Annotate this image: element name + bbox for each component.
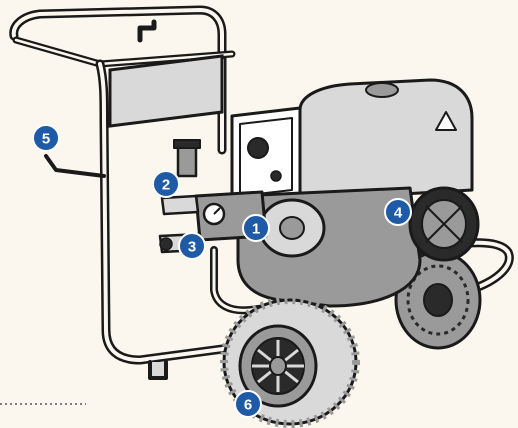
- air-filter-cover: [239, 117, 293, 197]
- callout-3-label: 3: [188, 239, 196, 256]
- left-rail-highlight: [98, 62, 232, 362]
- inlet-connector-icon: [159, 237, 173, 251]
- unloader-valve-cap: [173, 139, 201, 149]
- trolley-frame: [9, 5, 514, 380]
- fuel-tank: [298, 78, 474, 202]
- callout-5-badge: [32, 124, 60, 152]
- front-foot: [148, 360, 168, 380]
- callout-2-label: 2: [162, 177, 170, 194]
- callout-2: 2: [152, 170, 180, 198]
- throttle-lever-icon: [270, 170, 282, 182]
- callout-5: 5: [32, 124, 60, 152]
- callout-6-badge: [234, 390, 262, 418]
- callout-2-badge: [152, 170, 180, 198]
- callout-4: 4: [384, 198, 412, 226]
- callout-6-label: 6: [244, 397, 252, 414]
- callout-6: 6: [234, 390, 262, 418]
- callout-5-label: 5: [42, 131, 50, 148]
- pressure-gauge-needle: [213, 207, 221, 215]
- callout-1-label: 1: [252, 221, 260, 238]
- callout-4-badge: [384, 198, 412, 226]
- warning-label-icon: [435, 111, 457, 131]
- base-rail-highlight: [212, 248, 332, 312]
- tyre-tread: [220, 296, 360, 428]
- pump-cap: [279, 216, 305, 240]
- choke-knob-icon: [247, 137, 269, 159]
- handle-bar-outer: [9, 5, 227, 65]
- hose-hook: [137, 19, 157, 43]
- starter-grille-lines: [425, 205, 463, 243]
- handle-bar-highlight: [11, 8, 224, 62]
- outlet-fitting-upper: [160, 194, 200, 216]
- axle-cap-icon: [269, 356, 287, 376]
- callout-4-label: 4: [394, 205, 403, 222]
- callout-1: 1: [242, 214, 270, 242]
- callout-1-badge: [242, 214, 270, 242]
- fuel-cap: [365, 82, 399, 98]
- gun-holder-bracket: [44, 154, 106, 178]
- front-wheel: [220, 296, 360, 428]
- name-plate-panel: [108, 54, 224, 128]
- callout-3-badge: [178, 232, 206, 260]
- callout-3: 3: [178, 232, 206, 260]
